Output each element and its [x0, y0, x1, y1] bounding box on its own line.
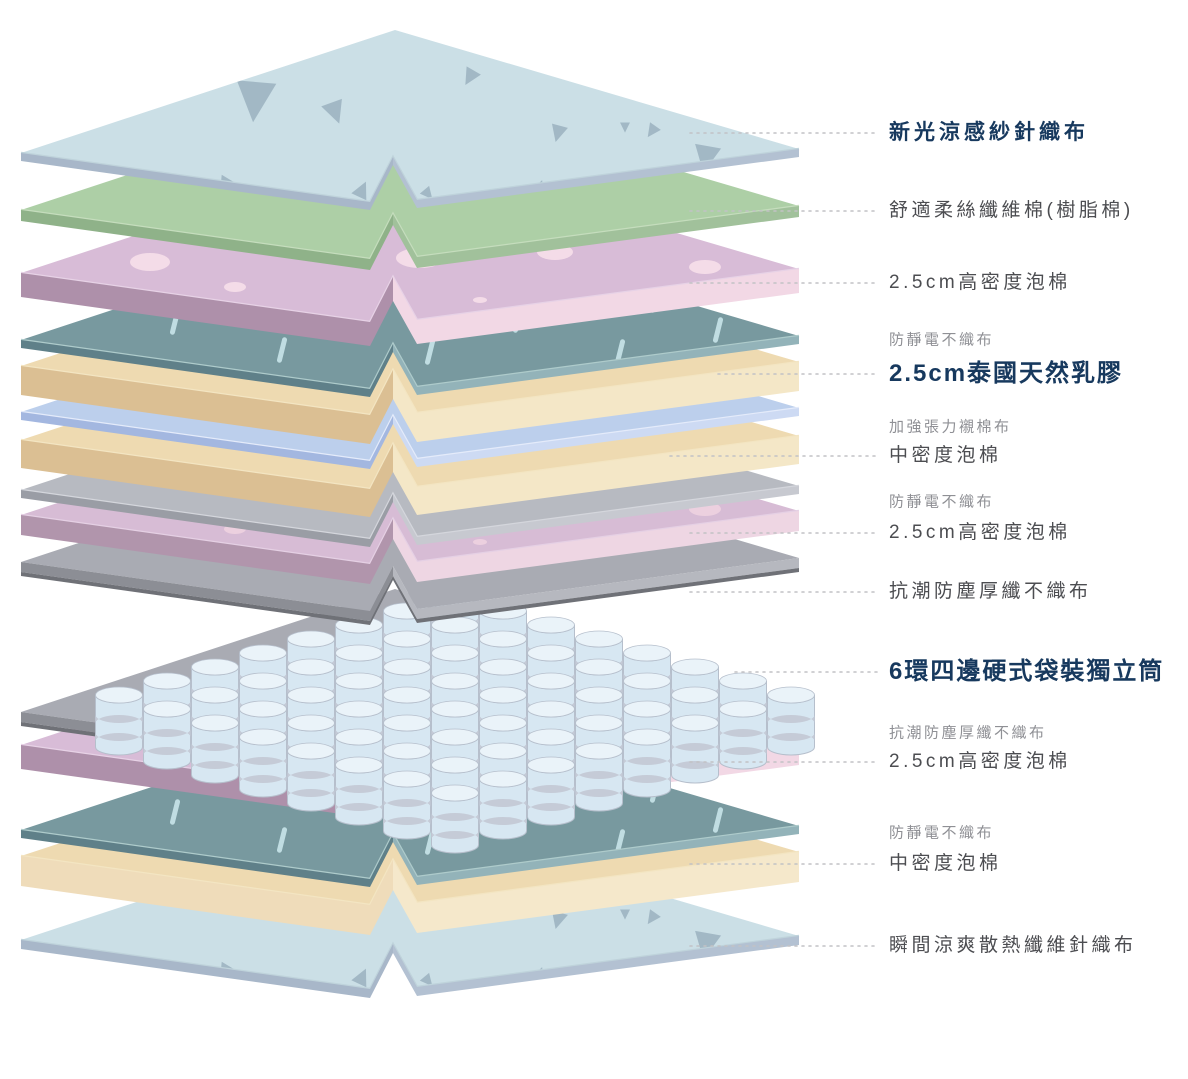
pocket-coil-springs: [95, 588, 815, 854]
layer-label-5: 加強張力襯棉布: [889, 418, 1012, 436]
layer-label-14: 中密度泡棉: [889, 853, 1002, 875]
layer-label-2: 2.5cm高密度泡棉: [889, 272, 1071, 294]
layer-label-11: 抗潮防塵厚纖不織布: [889, 724, 1047, 742]
layer-label-13: 防靜電不織布: [889, 824, 995, 842]
layer-label-15: 瞬間涼爽散熱纖維針織布: [889, 935, 1137, 957]
layer-label-10: 6環四邊硬式袋裝獨立筒: [889, 658, 1165, 686]
layer-label-8: 2.5cm高密度泡棉: [889, 522, 1071, 544]
layer-label-1: 舒適柔絲纖維棉(樹脂棉): [889, 200, 1134, 222]
layer-cooling-knit-fabric-top: [20, 30, 800, 210]
layer-label-7: 防靜電不織布: [889, 493, 995, 511]
layer-label-12: 2.5cm高密度泡棉: [889, 751, 1071, 773]
layer-label-9: 抗潮防塵厚纖不織布: [889, 581, 1092, 603]
leader-lines: [669, 132, 879, 947]
layer-label-3: 防靜電不織布: [889, 331, 995, 349]
layer-label-6: 中密度泡棉: [889, 445, 1002, 467]
layer-label-0: 新光涼感紗針織布: [889, 120, 1089, 144]
layer-label-4: 2.5cm泰國天然乳膠: [889, 360, 1124, 388]
